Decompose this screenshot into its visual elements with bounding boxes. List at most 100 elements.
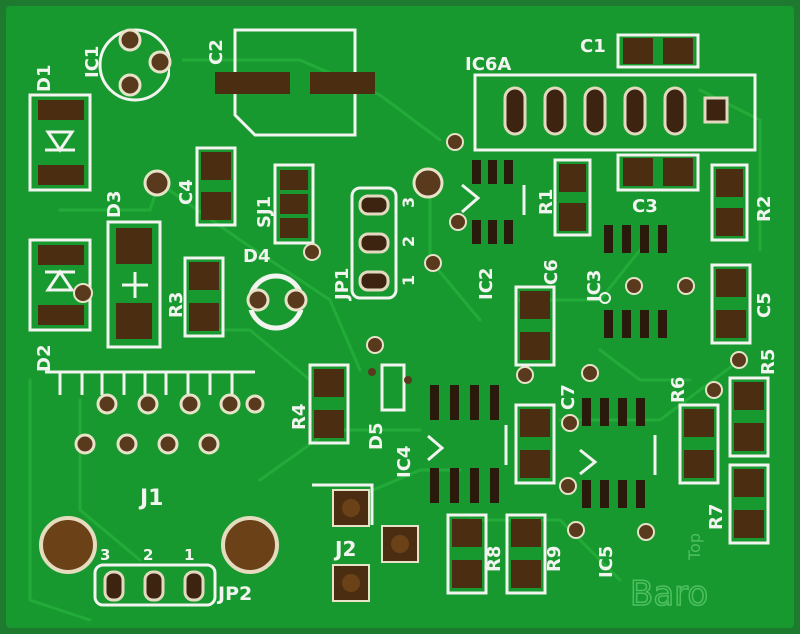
c2-pad-right xyxy=(310,72,375,94)
via-ic3-b xyxy=(677,277,695,295)
mounting-hole-right xyxy=(221,516,279,574)
ic5-package xyxy=(579,398,657,508)
label-r1: R1 xyxy=(536,189,557,215)
ic5-pad xyxy=(618,398,627,426)
label-jp1-pin3: 3 xyxy=(399,197,418,208)
via-c7-b xyxy=(581,364,599,382)
ic2-pad xyxy=(488,160,497,184)
ic4-pad xyxy=(450,468,459,503)
r5-pad-top xyxy=(734,382,764,410)
label-sj1: SJ1 xyxy=(254,196,275,228)
via-ic2-top xyxy=(446,133,464,151)
c6-outline xyxy=(514,285,556,367)
jp1-pin-3 xyxy=(358,194,390,216)
via-c7-a xyxy=(516,366,534,384)
label-ic5: IC5 xyxy=(596,546,617,578)
label-j2: J2 xyxy=(333,537,356,561)
c2-outline xyxy=(233,28,357,137)
ic6a-pin xyxy=(623,86,647,136)
label-d1: D1 xyxy=(34,65,55,92)
label-ic3: IC3 xyxy=(584,270,605,302)
label-d2: D2 xyxy=(34,345,55,372)
c3-pad-right xyxy=(663,158,693,186)
ic5-pad xyxy=(582,398,591,426)
via-d2 xyxy=(73,283,93,303)
ic6a-pin xyxy=(663,86,687,136)
label-r5: R5 xyxy=(758,349,779,375)
j1-pins-bottom xyxy=(74,433,220,455)
ic3-pad xyxy=(640,225,649,253)
d4-pin-k xyxy=(284,288,308,312)
r9-outline xyxy=(505,513,547,595)
j1-pin xyxy=(179,393,201,415)
c4-pad-bottom xyxy=(201,192,231,220)
ic2-pads xyxy=(472,160,513,244)
label-d5: D5 xyxy=(366,423,387,450)
c7-outline xyxy=(514,403,556,485)
via-ic2-pad xyxy=(412,167,444,199)
label-r7: R7 xyxy=(706,504,727,530)
label-ic4: IC4 xyxy=(394,446,415,478)
r8-pad-top xyxy=(452,519,482,547)
ic4-pad xyxy=(430,385,439,420)
c1-pad-left xyxy=(623,38,653,64)
ic6a-pin xyxy=(583,86,607,136)
r4-pad-top xyxy=(314,369,344,397)
j1-pin xyxy=(74,433,96,455)
r5-pad-bottom xyxy=(734,423,764,451)
via-jp1 xyxy=(424,254,442,272)
ic5-pads xyxy=(582,398,645,508)
ic4-pad xyxy=(470,385,479,420)
r2-outline xyxy=(710,163,749,242)
r7-pad-bottom xyxy=(734,510,764,538)
ic6a-pin xyxy=(543,86,567,136)
ic4-pad xyxy=(470,468,479,503)
c2-pad-left xyxy=(215,72,290,94)
ic3-pad xyxy=(658,225,667,253)
ic5-pad xyxy=(636,398,645,426)
r8-pad-bottom xyxy=(452,560,482,588)
ic3-pad xyxy=(604,225,613,253)
j2-outline xyxy=(312,483,374,525)
c5-outline xyxy=(710,263,752,345)
copper-text-top: Top xyxy=(685,533,704,561)
ic3-pad xyxy=(640,310,649,338)
label-jp2-pin1: 1 xyxy=(184,546,194,564)
label-jp1: JP1 xyxy=(332,268,353,302)
jp1-pin-1 xyxy=(358,270,390,292)
d3-pad-bottom xyxy=(116,303,152,339)
ic2-pad xyxy=(488,220,497,244)
r7-pad-top xyxy=(734,469,764,497)
ic5-pad xyxy=(600,480,609,508)
d2-symbol xyxy=(45,269,75,292)
sj1-pad-2 xyxy=(280,194,308,214)
j1-pin xyxy=(245,394,265,414)
d1-outline xyxy=(28,93,92,192)
c5-pad-bottom xyxy=(716,310,746,338)
r6-pad-top xyxy=(684,409,714,437)
ic2-pad xyxy=(472,220,481,244)
jp1-pin-2 xyxy=(358,232,390,254)
ic2-marker xyxy=(461,183,481,214)
ic1-pin-2 xyxy=(148,50,172,74)
ic1-pin-3 xyxy=(118,73,142,97)
jp1-pins xyxy=(358,194,390,292)
j1-pin xyxy=(96,393,118,415)
jp2-pin-1 xyxy=(183,570,205,602)
label-c3: C3 xyxy=(632,196,658,217)
d2-pad-bottom xyxy=(38,305,84,325)
ic1-mask xyxy=(170,30,182,100)
ic4-pad xyxy=(490,468,499,503)
r1-pad-top xyxy=(559,164,586,192)
ic2-pad xyxy=(472,160,481,184)
label-c4: C4 xyxy=(176,179,197,205)
label-d3: D3 xyxy=(104,191,125,218)
d1-pad-top xyxy=(38,100,84,120)
ic4-pad xyxy=(490,385,499,420)
via-c7-c xyxy=(561,414,579,432)
label-c6: C6 xyxy=(541,259,562,285)
r4-pad-bottom xyxy=(314,410,344,438)
c7-pad-top xyxy=(520,409,550,437)
ic5-pad xyxy=(636,480,645,508)
ic4-marker xyxy=(427,434,445,462)
